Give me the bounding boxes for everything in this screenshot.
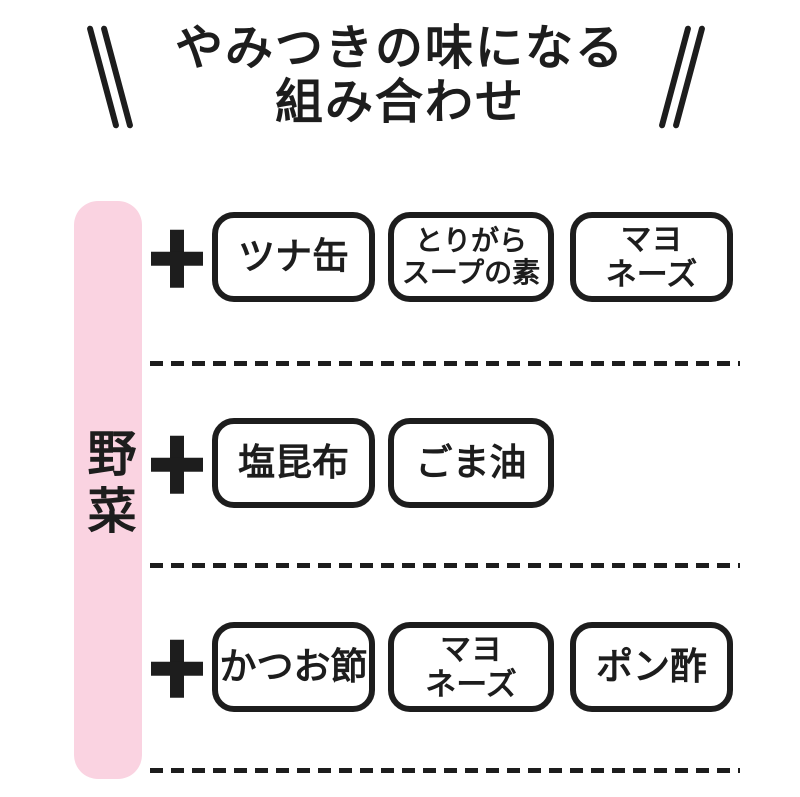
row-divider xyxy=(150,361,740,366)
ingredient-box-sesame-oil: ごま油 xyxy=(388,418,554,508)
plus-icon xyxy=(151,436,203,494)
category-bar: 野菜 xyxy=(74,201,142,779)
row-divider xyxy=(150,768,740,773)
combination-row-1: ツナ缶 とりがら スープの素 マヨ ネーズ xyxy=(150,212,750,302)
ingredient-box-mayonnaise: マヨ ネーズ xyxy=(570,212,733,302)
category-label: 野菜 xyxy=(80,428,135,542)
ingredient-label: 塩昆布 xyxy=(238,441,349,483)
plus-icon xyxy=(151,230,203,288)
ingredient-box-salted-kelp: 塩昆布 xyxy=(212,418,375,508)
ingredient-label: ごま油 xyxy=(415,441,527,483)
ingredient-label-line2: ネーズ xyxy=(425,667,517,702)
ingredient-label-line1: マヨ xyxy=(440,631,502,667)
ingredient-label: ポン酢 xyxy=(596,645,707,687)
row-divider xyxy=(150,563,740,568)
combination-row-2: 塩昆布 ごま油 xyxy=(150,418,750,508)
ingredient-label: かつお節 xyxy=(219,645,368,687)
ingredient-box-ponzu: ポン酢 xyxy=(570,622,733,712)
plus-icon xyxy=(151,640,203,698)
ingredient-label-line2: ネーズ xyxy=(605,257,698,292)
ingredient-box-bonito-flakes: かつお節 xyxy=(212,622,375,712)
combination-row-3: かつお節 マヨ ネーズ ポン酢 xyxy=(150,622,750,712)
ingredient-label-line2: スープの素 xyxy=(401,257,541,288)
page-title-line1: やみつきの味になる xyxy=(174,22,625,75)
ingredient-box-chicken-stock: とりがら スープの素 xyxy=(388,212,554,302)
ingredient-box-mayonnaise: マヨ ネーズ xyxy=(388,622,554,712)
ingredient-label: ツナ缶 xyxy=(238,235,349,277)
ingredient-label-line1: マヨ xyxy=(620,221,683,257)
ingredient-label-line1: とりがら xyxy=(414,225,527,257)
page-title-line2: 組み合わせ xyxy=(274,76,525,129)
ingredient-box-tuna-can: ツナ缶 xyxy=(212,212,375,302)
